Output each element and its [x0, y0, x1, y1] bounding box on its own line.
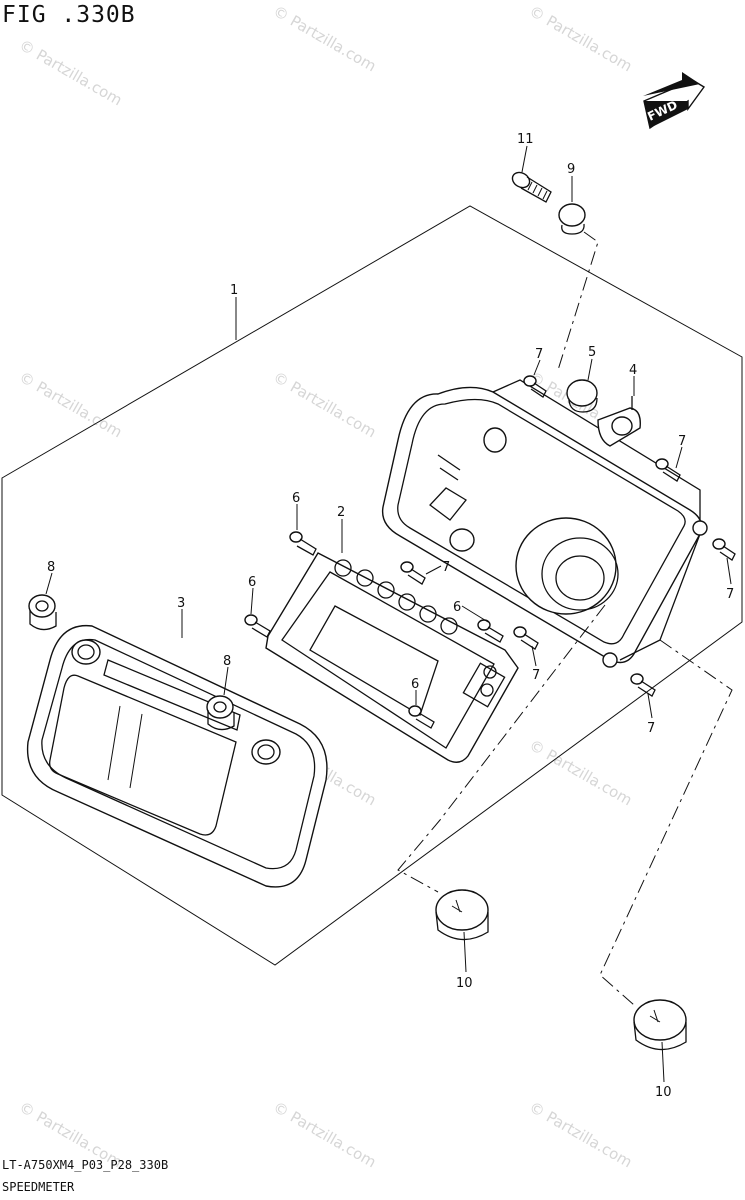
callout-10: 10	[456, 976, 473, 991]
part-10-mount	[633, 999, 687, 1051]
callout-7: 7	[647, 721, 655, 736]
callout-4: 4	[629, 363, 637, 378]
part-5-grommet	[566, 379, 598, 413]
part-9-grommet	[558, 203, 586, 235]
part-3-cover	[26, 624, 328, 888]
callout-6: 6	[453, 600, 461, 615]
part-6-screw	[244, 614, 271, 638]
part-4-bracket	[597, 396, 641, 447]
watermark: © Partzilla.com	[270, 368, 379, 441]
callout-8: 8	[47, 560, 55, 575]
callouts: 1 2 3 4 5 6 6 6 6 7 7 7 7 7 7 8 8 9 10 1…	[47, 132, 734, 1100]
footer-name: SPEEDMETER	[2, 1180, 75, 1194]
callout-7: 7	[442, 560, 450, 575]
part-8-collar	[28, 594, 57, 631]
part-11-screw	[511, 171, 552, 203]
callout-3: 3	[177, 596, 185, 611]
watermark: © Partzilla.com	[526, 2, 635, 75]
callout-11: 11	[517, 132, 534, 147]
fwd-arrow: FWD	[643, 72, 706, 130]
part-7-screw	[523, 375, 547, 398]
callout-2: 2	[337, 505, 345, 520]
callout-8: 8	[223, 654, 231, 669]
callout-6: 6	[248, 575, 256, 590]
guide-line-10b	[599, 639, 733, 1006]
part-8-collar	[206, 695, 235, 731]
part-7-screw	[400, 561, 426, 585]
meter-case	[381, 379, 708, 668]
guide-line-10a	[397, 604, 606, 893]
part-7-screw	[513, 626, 539, 650]
footer-code: LT-A750XM4_P03_P28_330B	[2, 1158, 169, 1172]
part-10-mount	[435, 889, 489, 941]
watermark: © Partzilla.com	[270, 1098, 379, 1171]
callout-6: 6	[411, 677, 419, 692]
callout-9: 9	[567, 162, 575, 177]
part-7-screw	[712, 538, 736, 561]
callout-5: 5	[588, 345, 596, 360]
part-2-meter-unit	[265, 552, 519, 763]
watermark: © Partzilla.com	[16, 368, 125, 441]
callout-6: 6	[292, 491, 300, 506]
assembly-outline	[1, 205, 743, 966]
watermark: © Partzilla.com	[270, 2, 379, 75]
figure-title: FIG .330B	[2, 2, 136, 28]
callout-1: 1	[230, 283, 238, 298]
guide-line-9	[557, 231, 599, 371]
callout-7: 7	[678, 434, 686, 449]
part-6-screw	[289, 531, 317, 556]
leader-lines	[45, 145, 732, 1083]
watermark: © Partzilla.com	[526, 736, 635, 809]
part-7-screw	[655, 458, 681, 482]
watermark: © Partzilla.com	[526, 1098, 635, 1171]
callout-7: 7	[726, 587, 734, 602]
callout-10: 10	[655, 1085, 672, 1100]
part-6-screw	[408, 705, 435, 729]
callout-7: 7	[532, 668, 540, 683]
callout-7: 7	[535, 347, 543, 362]
part-7-screw	[630, 673, 656, 697]
watermark: © Partzilla.com	[16, 36, 125, 109]
